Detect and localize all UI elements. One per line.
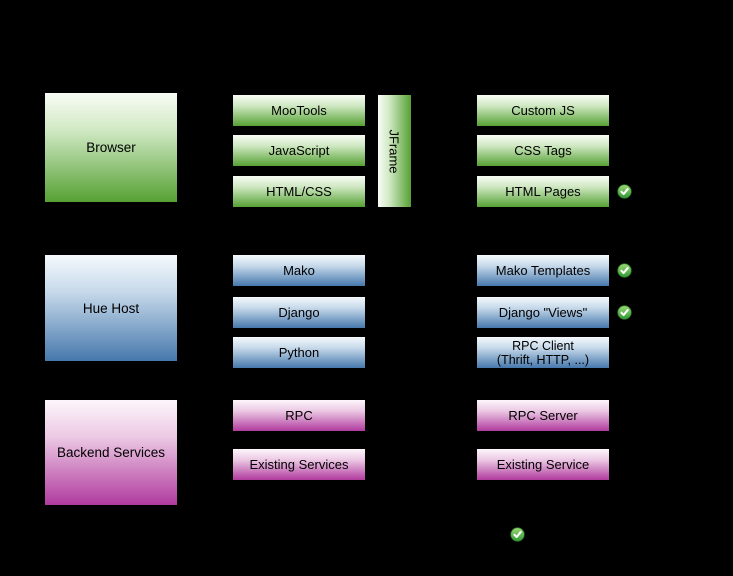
check-icon [617, 184, 632, 199]
group-label-browser: Browser [86, 140, 136, 155]
middle-item-mootools: MooTools [233, 95, 365, 126]
middle-item-python: Python [233, 337, 365, 368]
middle-item-mako: Mako [233, 255, 365, 286]
jframe-label: JFrame [387, 128, 402, 174]
group-box-backend-services: Backend Services [45, 400, 177, 505]
middle-item-label: RPC [285, 408, 313, 423]
group-label-hue-host: Hue Host [82, 300, 140, 316]
jframe-box: JFrame [378, 95, 411, 207]
right-item-mako-templates: Mako Templates [477, 255, 609, 286]
check-icon [617, 305, 632, 320]
middle-item-label: Existing Services [249, 457, 349, 472]
right-item-custom-js: Custom JS [477, 95, 609, 126]
right-item-label: Existing Service [496, 457, 590, 472]
middle-item-label: HTML/CSS [266, 184, 332, 199]
right-item-label: RPC Server [508, 408, 578, 423]
middle-item-javascript: JavaScript [233, 135, 365, 166]
middle-item-html-css: HTML/CSS [233, 176, 365, 207]
group-box-hue-host: Hue Host [45, 255, 177, 361]
check-icon [510, 527, 525, 542]
right-item-label: CSS Tags [514, 143, 572, 158]
middle-item-label: MooTools [271, 103, 327, 118]
middle-item-label: Django [278, 305, 320, 320]
right-item-label: Custom JS [511, 103, 575, 118]
middle-item-existing-services: Existing Services [233, 449, 365, 480]
middle-item-label: Python [278, 345, 320, 360]
right-item-rpc-client: RPC Client (Thrift, HTTP, ...) [477, 337, 609, 368]
right-item-html-pages: HTML Pages [477, 176, 609, 207]
right-item-label-line2: (Thrift, HTTP, ...) [496, 352, 590, 367]
group-label-backend-services: Backend Services [56, 445, 166, 460]
right-item-label: Django "Views" [498, 305, 588, 320]
right-item-existing-service: Existing Service [477, 449, 609, 480]
middle-item-django: Django [233, 297, 365, 328]
group-box-browser: Browser [45, 93, 177, 202]
right-item-label: Mako Templates [495, 263, 591, 278]
middle-item-label: Mako [283, 263, 315, 278]
middle-item-rpc: RPC [233, 400, 365, 431]
right-item-css-tags: CSS Tags [477, 135, 609, 166]
right-item-rpc-server: RPC Server [477, 400, 609, 431]
right-item-label: RPC Client [512, 338, 574, 353]
right-item-django-views: Django "Views" [477, 297, 609, 328]
check-icon [617, 263, 632, 278]
middle-item-label: JavaScript [268, 143, 330, 158]
right-item-label: HTML Pages [505, 184, 581, 199]
